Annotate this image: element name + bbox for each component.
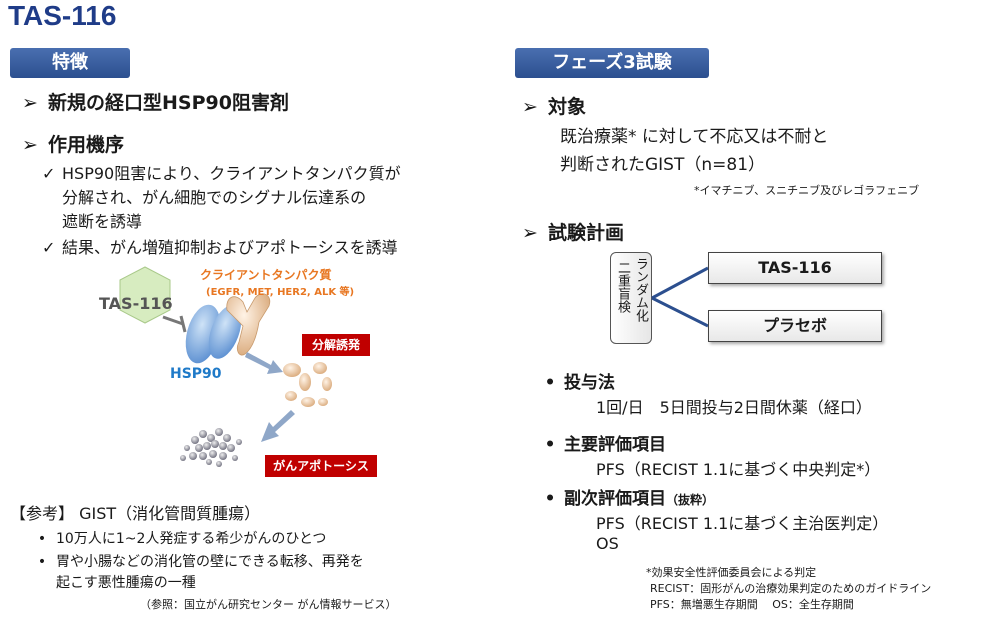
fragment — [285, 391, 297, 401]
mechanism-diagram — [119, 266, 332, 467]
inhibit-bar — [179, 315, 187, 333]
footnote-2: RECIST：固形がんの治療効果判定のためのガイドライン — [650, 582, 932, 595]
primary-endpoint-text: PFS（RECIST 1.1に基づく中央判定*） — [596, 460, 881, 479]
reference-title: 【参考】 GIST（消化管間質腫瘍） — [10, 504, 261, 523]
randomization-label: ランダム化 — [633, 257, 648, 322]
check-item: ✓結果、がん増殖抑制およびアポトーシスを誘導 — [42, 238, 398, 257]
target-line-1: 既治療薬* に対して不応又は不耐と — [560, 127, 829, 147]
apoptosis-label: がんアポトーシス — [265, 455, 377, 477]
reference-source: （参照：国立がん研究センター がん情報サービス） — [140, 598, 397, 611]
primary-endpoint-heading: •主要評価項目 — [536, 430, 666, 455]
secondary-endpoint-heading: •副次評価項目（抜粋） — [536, 484, 714, 509]
client-protein-label: クライアントタンパク質 — [200, 268, 332, 282]
footnote-1: *効果安全性評価委員会による判定 — [646, 566, 817, 579]
dosing-text: 1回/日 5日間投与2日間休薬（経口） — [596, 398, 872, 417]
page-title: TAS-116 — [8, 0, 117, 31]
check-icon: ✓ — [42, 238, 56, 257]
secondary-tag: （抜粋） — [666, 493, 715, 507]
bullet-icon: • — [37, 531, 47, 547]
footnote-3: PFS：無増悪生存期間 OS：全生存期間 — [650, 598, 854, 611]
dosing-heading: •投与法 — [536, 368, 615, 393]
hsp90-label: HSP90 — [170, 366, 222, 382]
fragment — [301, 397, 315, 407]
drug-hexagon — [119, 266, 171, 324]
branch-lines — [651, 266, 709, 328]
inhibit-line — [162, 315, 184, 326]
client-protein-examples: (EGFR, MET, HER2, ALK 等) — [206, 287, 355, 298]
apoptotic-cell-cluster — [180, 428, 242, 467]
phase3-badge: フェーズ3試験 — [515, 48, 709, 78]
target-heading: ➢対象 — [522, 96, 587, 118]
double-blind-label: 二重盲検 — [615, 261, 630, 313]
features-badge: 特徴 — [10, 48, 130, 78]
apoptosis-arrow — [261, 410, 295, 442]
bullet-icon: • — [544, 435, 556, 455]
feature-heading-1: ➢新規の経口型HSP90阻害剤 — [22, 92, 289, 114]
plan-heading: ➢試験計画 — [522, 222, 625, 244]
bullet-icon: • — [37, 554, 47, 570]
check-item-cont: 分解され、がん細胞でのシグナル伝達系の — [62, 188, 367, 207]
check-item: ✓HSP90阻害により、クライアントタンパク質が — [42, 164, 401, 183]
bullet-icon: • — [544, 489, 556, 509]
drug-label: TAS-116 — [99, 294, 173, 313]
fragment — [322, 377, 332, 391]
reference-item: •10万人に1~2人発症する希少がんのひとつ — [28, 528, 327, 548]
reference-item: •胃や小腸などの消化管の壁にできる転移、再発を — [28, 551, 364, 571]
bullet-icon: • — [544, 373, 556, 393]
target-footnote: *イマチニブ、スニチニブ及びレゴラフェニブ — [694, 184, 920, 197]
fragment — [283, 363, 301, 377]
fragment — [299, 373, 311, 391]
check-item-cont: 遮断を誘導 — [62, 212, 143, 231]
target-line-2: 判断されたGIST（n=81） — [560, 155, 766, 175]
arrow-right-icon: ➢ — [22, 92, 38, 114]
reference-item-cont: 起こす悪性腫瘍の一種 — [56, 575, 196, 591]
degrade-arrow — [245, 352, 283, 374]
secondary-endpoint-text-1: PFS（RECIST 1.1に基づく主治医判定） — [596, 514, 889, 533]
arrow-right-icon: ➢ — [22, 134, 38, 156]
check-icon: ✓ — [42, 164, 56, 183]
degradation-label: 分解誘発 — [302, 334, 370, 356]
arrow-right-icon: ➢ — [522, 222, 538, 244]
arrow-right-icon: ➢ — [522, 96, 538, 118]
fragment — [318, 398, 328, 406]
fragment — [313, 362, 327, 374]
randomization-box: ランダム化 二重盲検 — [610, 252, 652, 344]
client-protein-shape — [226, 293, 271, 356]
secondary-endpoint-text-2: OS — [596, 534, 619, 553]
arm-tas116-box: TAS-116 — [708, 252, 882, 284]
hsp90-shape — [208, 305, 242, 359]
arm-placebo-box: プラセボ — [708, 310, 882, 342]
feature-heading-2: ➢作用機序 — [22, 134, 125, 156]
